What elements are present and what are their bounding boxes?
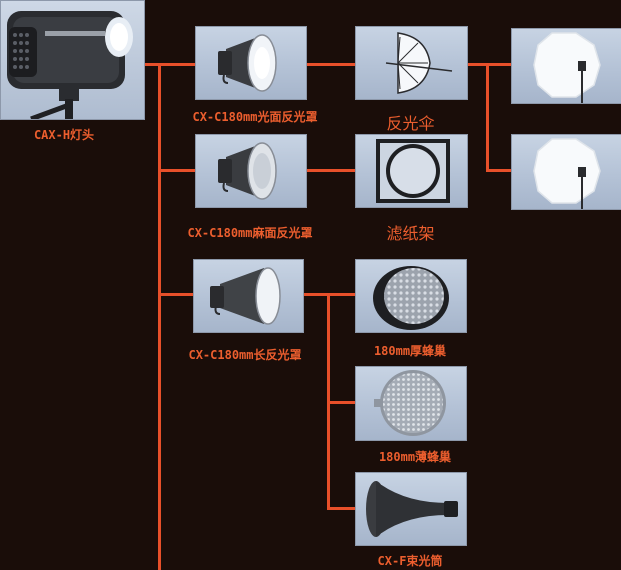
honeycomb-grid-icon [373,266,449,330]
honeycomb-thin-photo [355,366,467,441]
softbox-photo-2 [511,134,621,210]
long-reflector-photo [193,259,304,333]
head-label: CAX-H灯头 [33,128,95,142]
softbox-photo-1 [511,28,621,104]
connector-line [305,63,355,66]
honeycomb-thin-label: 180mm薄蜂巢 [378,450,452,464]
reflective-umbrella-icon [385,32,453,94]
octagonal-softbox-icon [533,138,601,209]
glossy-reflector-label: CX-C180mm光面反光罩 [192,110,318,124]
glossy-reflector-icon [218,34,277,92]
snoot-label: CX-F束光筒 [377,554,443,568]
honeycomb-thick-photo [355,259,467,333]
connector-line [327,507,355,510]
matte-reflector-icon [218,142,277,200]
octagonal-softbox-icon [533,32,601,103]
flash-head-icon [7,11,133,119]
connector-line [486,169,511,172]
filter-holder-label: 滤纸架 [386,224,435,243]
umbrella-label: 反光伞 [386,114,435,133]
snoot-icon [366,481,458,537]
connector-line [158,169,196,172]
connector-line [327,401,355,404]
snoot-photo [355,472,467,546]
filter-holder-photo [355,134,468,208]
filter-holder-icon [376,139,450,203]
long-reflector-label: CX-C180mm长反光罩 [188,348,302,362]
umbrella-photo [355,26,468,100]
flash-head-photo [0,0,145,120]
connector-line [143,63,160,66]
connector-line [158,63,196,66]
connector-line [486,63,489,171]
connector-line [158,293,196,296]
matte-reflector-photo [195,134,307,208]
honeycomb-grid-icon [374,370,446,436]
connector-line [158,63,161,570]
honeycomb-thick-label: 180mm厚蜂巢 [373,344,447,358]
glossy-reflector-photo [195,26,307,100]
long-reflector-icon [210,267,281,325]
connector-line [305,169,355,172]
matte-reflector-label: CX-C180mm麻面反光罩 [187,226,313,240]
